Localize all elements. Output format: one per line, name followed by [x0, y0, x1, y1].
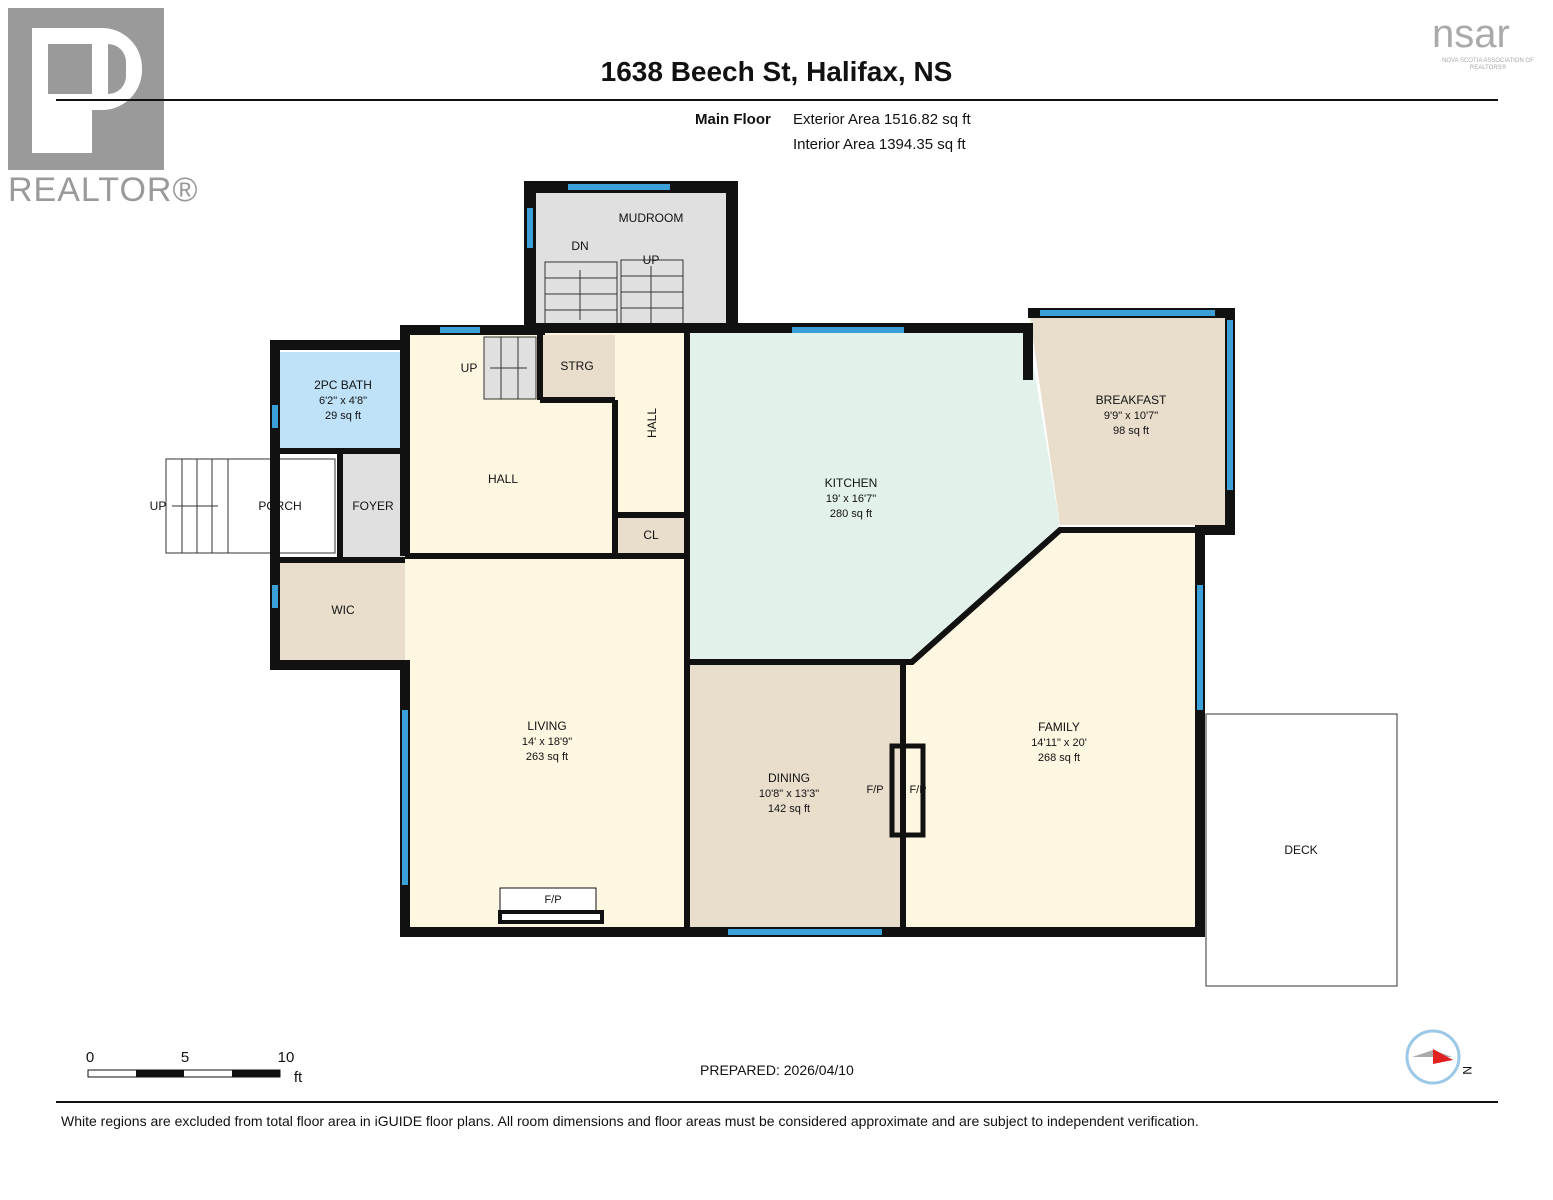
kitchen-area: 280 sq ft — [830, 508, 872, 520]
dining-fill — [689, 665, 902, 927]
nsar-logo: nsar — [1432, 12, 1510, 56]
cl-fill — [618, 517, 685, 553]
scale-unit: ft — [294, 1069, 303, 1086]
hall2-fill — [615, 332, 687, 517]
hall-stairs-up-label: UP — [461, 361, 478, 375]
kitchen-label: KITCHEN — [825, 476, 878, 490]
porch — [227, 458, 336, 554]
strg-label: STRG — [560, 359, 593, 373]
living-dims: 14' x 18'9" — [522, 736, 572, 748]
compass-north-label: N — [1460, 1066, 1474, 1075]
page-title: 1638 Beech St, Halifax, NS — [600, 56, 953, 87]
scale-label-5: 5 — [181, 1049, 189, 1066]
disclaimer: White regions are excluded from total fl… — [61, 1113, 1199, 1129]
family-dims: 14'11" x 20' — [1031, 737, 1087, 749]
foyer-fill — [343, 452, 405, 560]
porch-stairs — [165, 458, 229, 554]
dining-fireplace-label: F/P — [866, 784, 883, 796]
dining-label: DINING — [768, 771, 810, 785]
kitchen-fill — [687, 332, 1060, 662]
breakfast-area: 98 sq ft — [1113, 425, 1149, 437]
header-divider — [56, 99, 1498, 101]
floor-label: Main Floor — [695, 111, 771, 128]
kitchen-dims: 19' x 16'7" — [826, 493, 876, 505]
exterior-area: Exterior Area 1516.82 sq ft — [793, 111, 971, 128]
mudroom-label: MUDROOM — [619, 211, 684, 225]
breakfast-label: BREAKFAST — [1096, 393, 1167, 407]
interior-stairs — [483, 259, 684, 400]
dining-fireplace — [889, 743, 926, 838]
living-area: 263 sq ft — [526, 751, 568, 763]
interior-area: Interior Area 1394.35 sq ft — [793, 136, 966, 153]
living-label: LIVING — [527, 719, 566, 733]
hall-label: HALL — [488, 472, 518, 486]
wic-fill — [280, 562, 405, 662]
bath-area: 29 sq ft — [325, 410, 361, 422]
family-fill — [903, 530, 1200, 927]
living-fill — [405, 555, 687, 930]
scale-label-0: 0 — [86, 1049, 94, 1066]
dining-area: 142 sq ft — [768, 803, 810, 815]
deck — [1205, 713, 1398, 987]
breakfast-fill — [1030, 318, 1225, 525]
wic-label: WIC — [331, 603, 355, 617]
family-area: 268 sq ft — [1038, 752, 1080, 764]
living-hearth — [498, 910, 604, 924]
porch-stairs-up-label: UP — [150, 499, 167, 513]
footer-divider — [56, 1101, 1498, 1103]
stairs-down-label: DN — [571, 239, 588, 253]
bath-dims: 6'2" x 4'8" — [319, 395, 367, 407]
porch-label: PORCH — [258, 499, 301, 513]
walls — [270, 181, 1235, 937]
stairs-up-label: UP — [643, 253, 660, 267]
scale-label-10: 10 — [278, 1049, 295, 1066]
strg-fill — [540, 335, 615, 400]
cl-label: CL — [643, 528, 659, 542]
windows — [272, 184, 1233, 935]
compass-icon: N — [1405, 1029, 1474, 1085]
living-fireplace — [499, 887, 597, 913]
realtor-logo-text: REALTOR® — [8, 171, 199, 209]
prepared-date: PREPARED: 2026/04/10 — [700, 1062, 854, 1078]
family-fireplace-label: F/P — [909, 784, 926, 796]
breakfast-dims: 9'9" x 10'7" — [1104, 410, 1158, 422]
nsar-logo-subtitle: NOVA SCOTIA ASSOCIATION OF REALTORS® — [1442, 58, 1534, 71]
foyer-label: FOYER — [352, 499, 394, 513]
family-label: FAMILY — [1038, 720, 1080, 734]
realtor-logo — [8, 8, 164, 170]
deck-label: DECK — [1284, 843, 1317, 857]
scale-bar: 0 5 10 ft — [86, 1049, 303, 1086]
bath-fill — [278, 352, 405, 449]
dining-dims: 10'8" x 13'3" — [759, 788, 819, 800]
hall2-label: HALL — [645, 408, 659, 438]
bath-label: 2PC BATH — [314, 378, 372, 392]
living-fireplace-label: F/P — [544, 894, 561, 906]
